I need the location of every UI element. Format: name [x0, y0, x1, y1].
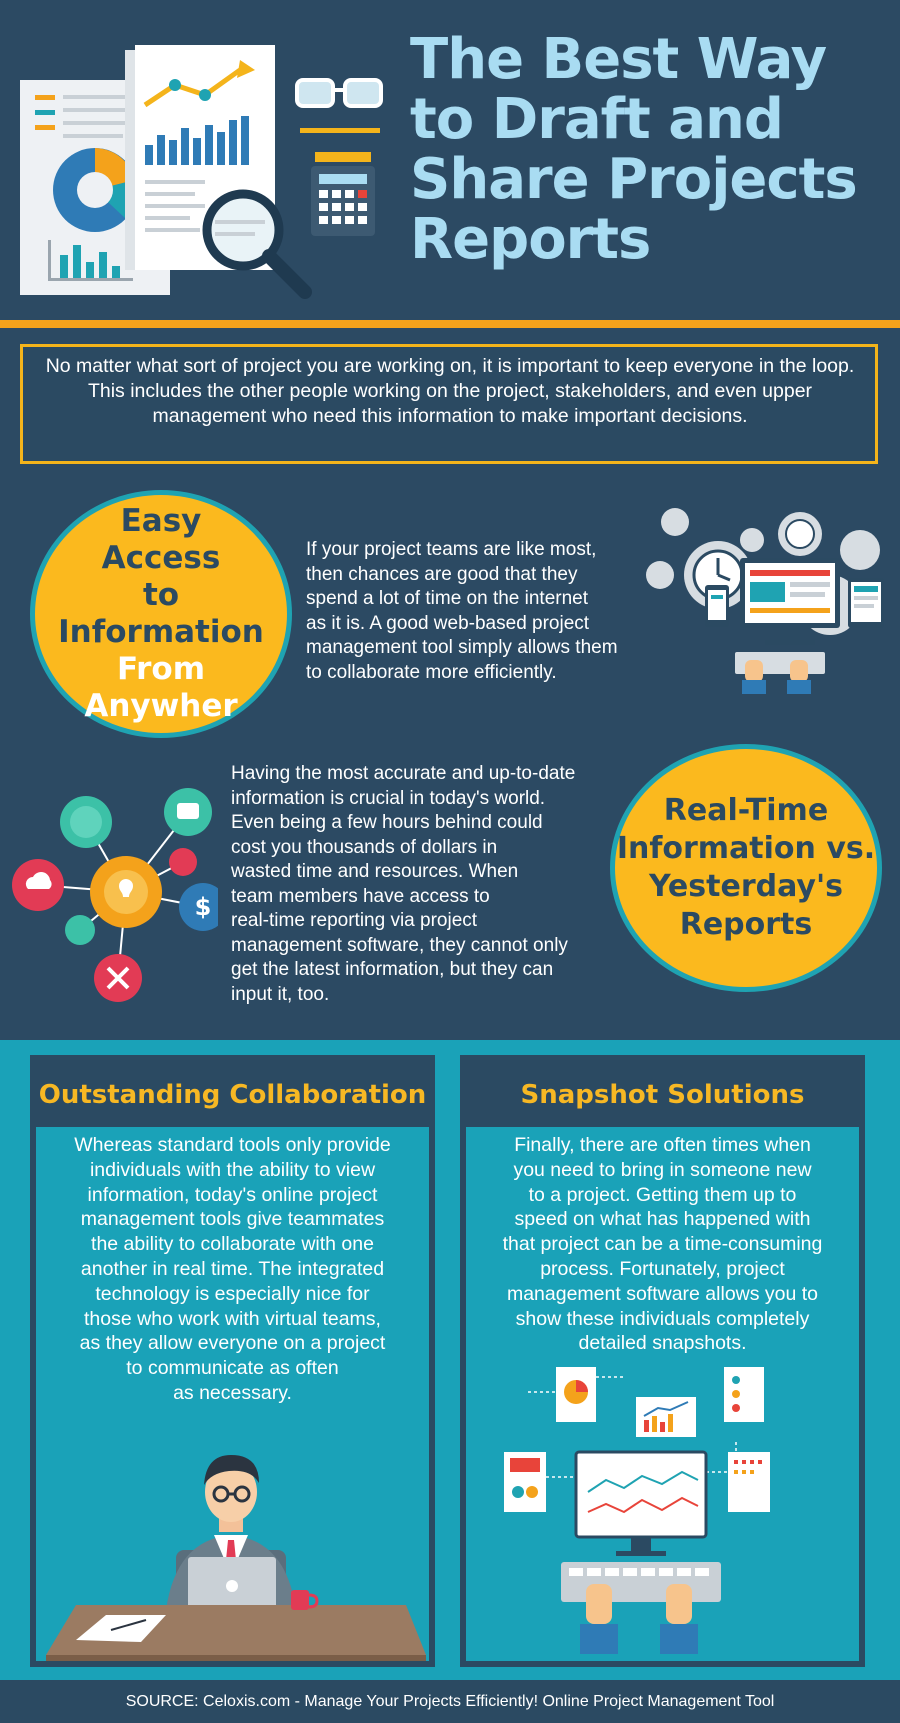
intro-text: No matter what sort of project you are w… [45, 355, 855, 427]
text-line: Finally, there are often times when [514, 1134, 811, 1156]
title-line-4: Reports [410, 207, 651, 272]
badge-line: Easy [120, 503, 202, 539]
text-line: get the latest information, but they can [231, 959, 554, 980]
badge-line: Yesterday's [648, 869, 844, 904]
source-footer: SOURCE: Celoxis.com - Manage Your Projec… [0, 1680, 900, 1723]
snapshot-text: Finally, there are often times when you … [470, 1133, 855, 1356]
businessman-desk-icon [46, 1455, 426, 1661]
text-line: as they allow everyone on a project [79, 1332, 386, 1355]
text-line: speed on what has happened with [514, 1208, 811, 1231]
text-line: cost you thousands of dollars in [231, 836, 498, 858]
title-line-3: Share Projects [410, 147, 858, 212]
text-line: the ability to collaborate with one [91, 1233, 374, 1256]
text-line: those who work with virtual teams, [84, 1307, 381, 1330]
snapshot-title: Snapshot Solutions [520, 1080, 805, 1110]
text-line: to a project. Getting them up to [528, 1183, 797, 1206]
text-line: to collaborate more efficiently. [306, 661, 557, 683]
text-line: real-time reporting via project [231, 910, 478, 931]
text-line: then chances are good that they [306, 563, 578, 585]
collaboration-text: Whereas standard tools only provide indi… [40, 1133, 425, 1406]
text-line: Having the most accurate and up-to-date [231, 763, 576, 784]
text-line: input it, too. [231, 983, 330, 1005]
text-line: team members have access to [231, 885, 490, 907]
badge-line: Access [101, 540, 221, 576]
easy-access-text: If your project teams are like most, the… [306, 538, 686, 685]
text-line: you need to bring in someone new [513, 1158, 812, 1181]
text-line: information is crucial in today's world. [231, 787, 546, 809]
gears-computer-icon [646, 508, 884, 694]
text-line: as it is. A good web-based project [306, 612, 590, 634]
badge-line: From [116, 651, 206, 687]
text-line: technology is especially nice for [95, 1282, 370, 1305]
text-line: process. Fortunately, project [540, 1257, 785, 1280]
text-line: that project can be a time-consuming [502, 1233, 823, 1256]
badge-line: Anywher [84, 688, 238, 724]
title-line-2: to Draft and [410, 87, 784, 152]
text-line: spend a lot of time on the internet [306, 588, 589, 609]
text-line: wasted time and resources. When [231, 861, 519, 882]
text-line: to communicate as often [126, 1357, 339, 1380]
report-illustration-icon [20, 45, 383, 299]
page-title: The Best Way to Draft and Share Projects… [410, 30, 890, 270]
realtime-text: Having the most accurate and up-to-date … [231, 762, 651, 1007]
intro-box [20, 344, 878, 464]
badge-line: Real-Time [663, 793, 829, 828]
text-line: management tools give teammates [80, 1208, 385, 1231]
text-line: show these individuals completely [515, 1307, 810, 1330]
collaboration-title: Outstanding Collaboration [38, 1080, 427, 1110]
text-line: detailed snapshots. [578, 1332, 747, 1355]
easy-access-badge: Easy Access to Information From Anywher [30, 490, 292, 738]
text-line: as necessary. [173, 1381, 292, 1404]
text-line: management tool simply allows them [306, 637, 618, 658]
text-line: Even being a few hours behind could [231, 812, 543, 833]
badge-line: Information vs. [616, 831, 876, 866]
text-line: information, today's online project [87, 1183, 378, 1206]
dashboard-devices-icon [504, 1367, 770, 1654]
header-divider [0, 320, 900, 328]
svg-text:$: $ [195, 893, 212, 921]
text-line: another in real time. The integrated [80, 1257, 385, 1280]
title-line-1: The Best Way [410, 27, 827, 92]
text-line: Whereas standard tools only provide [74, 1134, 391, 1156]
text-line: individuals with the ability to view [89, 1158, 376, 1181]
network-icons-cluster: $ [12, 788, 218, 1002]
text-line: If your project teams are like most, [306, 539, 597, 560]
text-line: management software, they cannot only [231, 934, 568, 956]
badge-line: to Information [58, 577, 264, 650]
realtime-badge: Real-Time Information vs. Yesterday's Re… [610, 744, 882, 992]
text-line: management software allows you to [506, 1282, 819, 1305]
badge-line: Reports [679, 907, 813, 942]
